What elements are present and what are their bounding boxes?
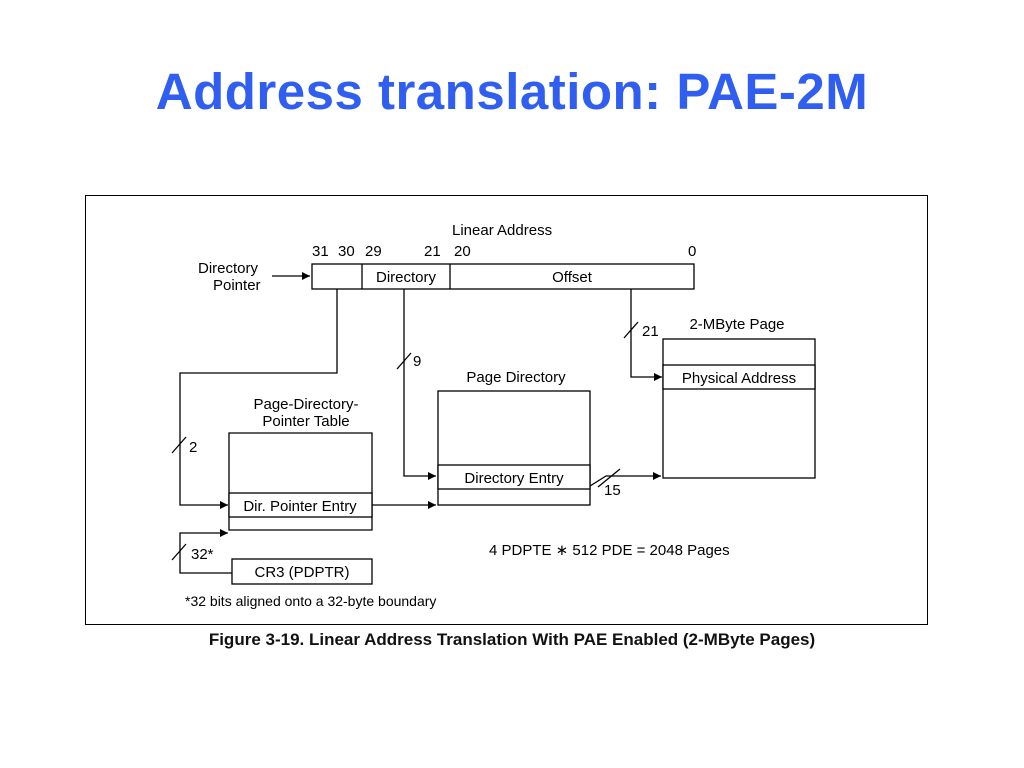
pdpt-index-path [179,289,338,509]
bit-0-label: 0 [688,243,696,260]
slash-9 [396,352,412,370]
pdpt-entry-label: Dir. Pointer Entry [243,498,357,515]
width-15-label: 15 [604,482,621,499]
address-translation-diagram: Linear Address 31 30 29 21 20 0 Director… [171,222,816,609]
directory-pointer-label-2: Pointer [213,277,261,294]
directory-field-label: Directory [376,269,437,286]
footnote-text: *32 bits aligned onto a 32-byte boundary [185,593,436,609]
offset-field-label: Offset [552,269,593,286]
figure-caption: Figure 3-19. Linear Address Translation … [208,630,816,649]
bit-21-label: 21 [424,243,441,260]
cr3-label: CR3 (PDPTR) [254,564,349,581]
slide-title: Address translation: PAE-2M [155,63,869,120]
page-directory-table [437,390,591,506]
slash-2 [171,436,187,454]
directory-pointer-label-1: Directory [198,260,259,277]
pdpt-title-1: Page-Directory- [253,396,358,413]
slash-21 [623,321,639,339]
linear-address-register [311,263,695,290]
width-32-label: 32* [191,546,214,563]
width-9-label: 9 [413,353,421,370]
bit-20-label: 20 [454,243,471,260]
cr3-to-pdpt-path [179,529,232,574]
page-directory-entry-label: Directory Entry [464,470,564,487]
directory-index-path [403,289,436,480]
width-2-label: 2 [189,439,197,456]
slash-32 [171,543,187,561]
bit-29-label: 29 [365,243,382,260]
linear-address-label: Linear Address [452,222,552,239]
offset-path [630,289,662,381]
pdpt-table [228,432,373,531]
width-21-label: 21 [642,323,659,340]
cr3-register [231,558,373,585]
bit-31-label: 31 [312,243,329,260]
page-directory-title: Page Directory [466,369,566,386]
equation-text: 4 PDPTE ∗ 512 PDE = 2048 Pages [489,542,730,559]
physical-address-label: Physical Address [682,370,796,387]
page-title: 2-MByte Page [689,316,784,333]
page-frame [662,338,816,479]
figure-frame: Linear Address 31 30 29 21 20 0 Director… [85,195,928,625]
bit-30-label: 30 [338,243,355,260]
pde-to-page-arrow [589,472,661,487]
slash-15 [597,468,621,488]
pdpt-title-2: Pointer Table [262,413,349,430]
